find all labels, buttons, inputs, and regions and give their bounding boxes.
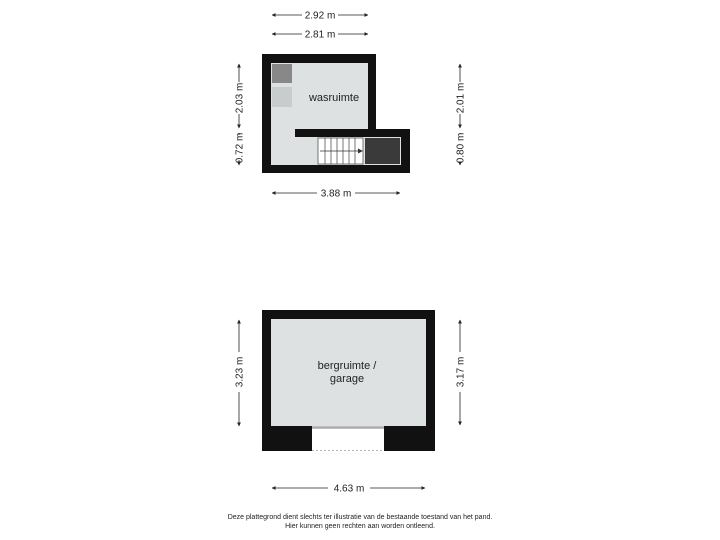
dim-right-lower-label: 0.80 m bbox=[456, 133, 467, 164]
dim-top-inner-label: 2.81 m bbox=[305, 30, 336, 41]
dim-left-lower: 0.72 m bbox=[235, 133, 246, 166]
dim-right-lower: 0.80 m bbox=[456, 133, 467, 166]
dim-left-upper-label: 2.03 m bbox=[235, 83, 246, 114]
dim-lower-bottom: 4.63 m bbox=[271, 484, 426, 495]
dim-right: 2.01 m bbox=[456, 63, 467, 129]
dim-top-outer: 2.92 m bbox=[271, 11, 369, 22]
dim-lower-right: 3.17 m bbox=[456, 319, 467, 426]
lower-plan: bergruimte / garage 3.23 m 3.17 m 4.63 m bbox=[235, 310, 467, 495]
disclaimer: Deze plattegrond dient slechts ter illus… bbox=[0, 513, 720, 531]
washer-icon bbox=[272, 64, 292, 83]
dim-lower-left: 3.23 m bbox=[235, 319, 246, 427]
disclaimer-line1: Deze plattegrond dient slechts ter illus… bbox=[227, 514, 493, 521]
upper-room-label: wasruimte bbox=[308, 92, 359, 104]
dim-lower-bottom-label: 4.63 m bbox=[334, 484, 365, 495]
dim-left-upper: 2.03 m bbox=[235, 63, 246, 129]
inner-partition-wall bbox=[295, 129, 376, 137]
dim-right-label: 2.01 m bbox=[456, 83, 467, 114]
dim-lower-right-label: 3.17 m bbox=[456, 357, 467, 388]
stair-void bbox=[365, 138, 400, 164]
dryer-icon bbox=[272, 87, 292, 107]
disclaimer-line2: Hier kunnen geen rechten aan worden ontl… bbox=[285, 523, 435, 530]
upper-plan: wasruimte 2.92 m 2.81 m 2.03 m 0.72 m bbox=[235, 11, 467, 200]
stair-icon bbox=[317, 137, 364, 165]
dim-lower-left-label: 3.23 m bbox=[235, 357, 246, 388]
door-opening-icon bbox=[312, 426, 384, 451]
dim-left-lower-label: 0.72 m bbox=[235, 133, 246, 164]
dim-bottom: 3.88 m bbox=[271, 189, 401, 200]
lower-room-label-line2: garage bbox=[330, 373, 364, 385]
dim-bottom-label: 3.88 m bbox=[321, 189, 352, 200]
lower-floor bbox=[271, 319, 426, 426]
dim-top-inner: 2.81 m bbox=[271, 30, 369, 41]
dim-top-outer-label: 2.92 m bbox=[305, 11, 336, 22]
lower-room-label-line1: bergruimte / bbox=[318, 360, 378, 372]
